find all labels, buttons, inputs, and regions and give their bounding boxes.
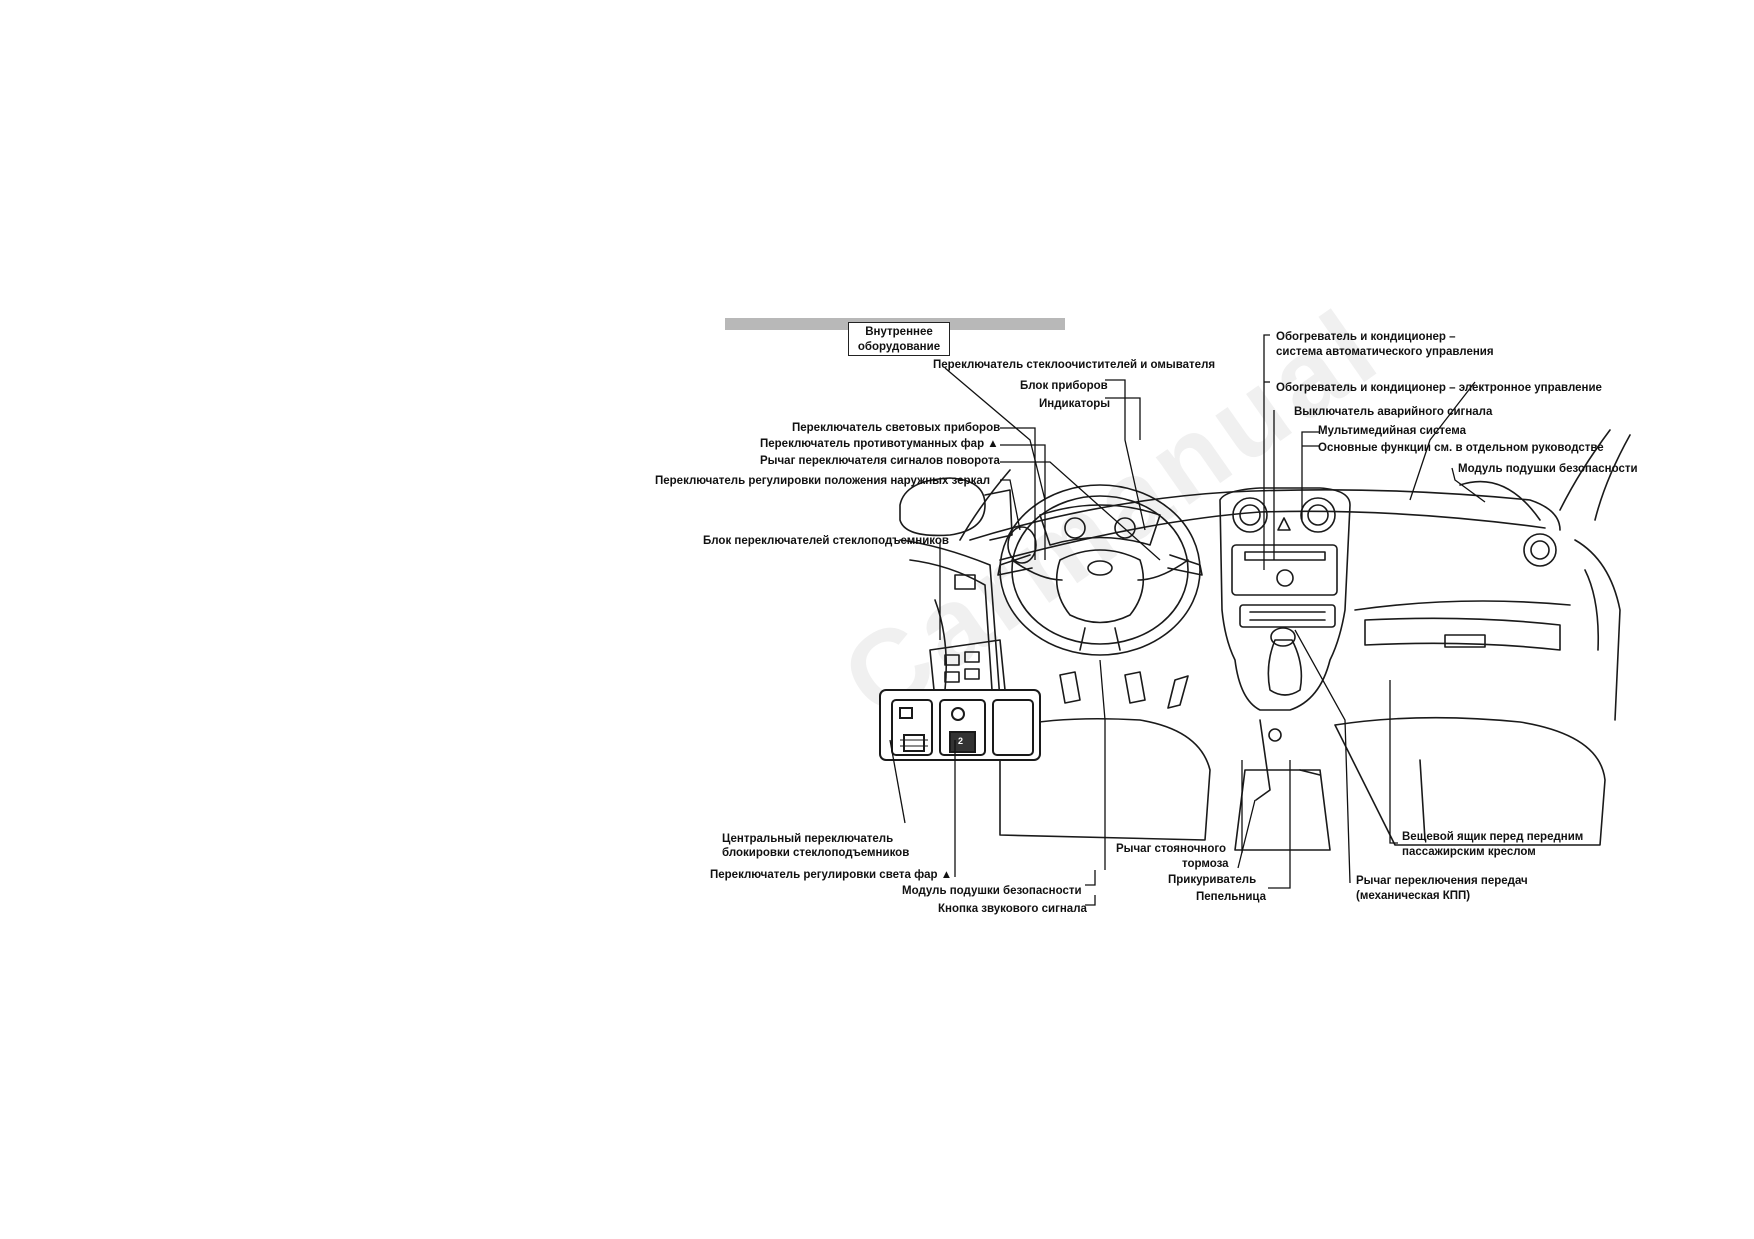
gear-lever bbox=[1267, 639, 1303, 696]
pedal-clutch bbox=[1059, 671, 1081, 704]
label-parking-brake-1: Рычаг стояночного bbox=[1116, 843, 1227, 855]
label-central-lock-2: блокировки стеклоподъемников bbox=[722, 847, 910, 859]
label-fog-switch: Переключатель противотуманных фар ▲ bbox=[760, 438, 999, 450]
inset-headlamp-dial bbox=[949, 731, 976, 753]
label-multimedia: Мультимедийная система bbox=[1318, 425, 1466, 437]
section-tab-line1: Внутреннее bbox=[865, 326, 933, 338]
steering-logo bbox=[1087, 560, 1113, 576]
label-climate-auto-2: система автоматического управления bbox=[1276, 346, 1494, 358]
label-multimedia-note: Основные функции см. в отдельном руковод… bbox=[1318, 442, 1604, 454]
label-gear-lever-2: (механическая КПП) bbox=[1356, 890, 1471, 902]
center-vent-left bbox=[1232, 497, 1268, 533]
label-indicators: Индикаторы bbox=[1039, 398, 1111, 410]
label-turn-signal: Рычаг переключателя сигналов поворота bbox=[760, 455, 1000, 467]
light-stalk bbox=[997, 554, 1033, 576]
steering-hub bbox=[1055, 549, 1145, 624]
label-instrument-cluster: Блок приборов bbox=[1020, 380, 1108, 392]
label-driver-airbag: Модуль подушки безопасности bbox=[902, 885, 1082, 897]
label-parking-brake-2: тормоза bbox=[1182, 858, 1229, 870]
right-vent bbox=[1523, 533, 1557, 567]
label-window-switches: Блок переключателей стеклоподъемников bbox=[703, 535, 949, 547]
label-light-switch: Переключатель световых приборов bbox=[792, 422, 1001, 434]
lighter bbox=[1268, 728, 1282, 742]
label-hazard-switch: Выключатель аварийного сигнала bbox=[1294, 406, 1493, 418]
label-climate-auto-1: Обогреватель и кондиционер – bbox=[1276, 331, 1456, 343]
right-a-pillar bbox=[1559, 429, 1611, 511]
section-tab: Внутреннее оборудование bbox=[848, 322, 950, 356]
glovebox bbox=[1364, 617, 1561, 651]
label-central-lock-1: Центральный переключатель bbox=[722, 833, 894, 845]
label-lighter: Прикуриватель bbox=[1168, 874, 1257, 886]
steering-wheel-rim bbox=[999, 484, 1201, 656]
section-tab-line2: оборудование bbox=[857, 341, 941, 353]
label-headlamp-leveling: Переключатель регулировки света фар ▲ bbox=[710, 869, 953, 881]
label-gear-lever-1: Рычаг переключения передач bbox=[1356, 875, 1528, 887]
pedal-accel bbox=[1167, 675, 1189, 709]
left-a-pillar bbox=[959, 469, 1011, 541]
center-stack bbox=[1219, 487, 1351, 711]
side-mirror bbox=[899, 477, 986, 537]
hazard-button bbox=[1277, 517, 1291, 531]
label-mirror-switch: Переключатель регулировки положения нару… bbox=[655, 475, 991, 487]
label-ashtray: Пепельница bbox=[1196, 891, 1266, 903]
center-vent-right bbox=[1300, 497, 1336, 533]
passenger-seat bbox=[1334, 716, 1606, 846]
label-glovebox-2: пассажирским креслом bbox=[1402, 846, 1536, 858]
wiper-stalk bbox=[1167, 554, 1203, 576]
inset-badge: 2 bbox=[958, 736, 964, 746]
left-vent bbox=[1007, 526, 1037, 564]
label-climate-electronic: Обогреватель и кондиционер – электронное… bbox=[1276, 382, 1602, 394]
pedal-brake bbox=[1124, 671, 1146, 704]
label-horn: Кнопка звукового сигнала bbox=[938, 903, 1087, 915]
floor-console bbox=[1234, 769, 1331, 851]
inset-switch-panel bbox=[879, 689, 1041, 761]
instrument-cluster bbox=[1039, 504, 1161, 546]
label-passenger-airbag: Модуль подушки безопасности bbox=[1458, 463, 1638, 475]
dashboard-top bbox=[969, 488, 1561, 541]
audio-unit bbox=[1231, 544, 1338, 596]
label-wiper-switch: Переключатель стеклоочистителей и омыват… bbox=[933, 359, 1216, 371]
label-glovebox-1: Вещевой ящик перед передним bbox=[1402, 831, 1584, 843]
